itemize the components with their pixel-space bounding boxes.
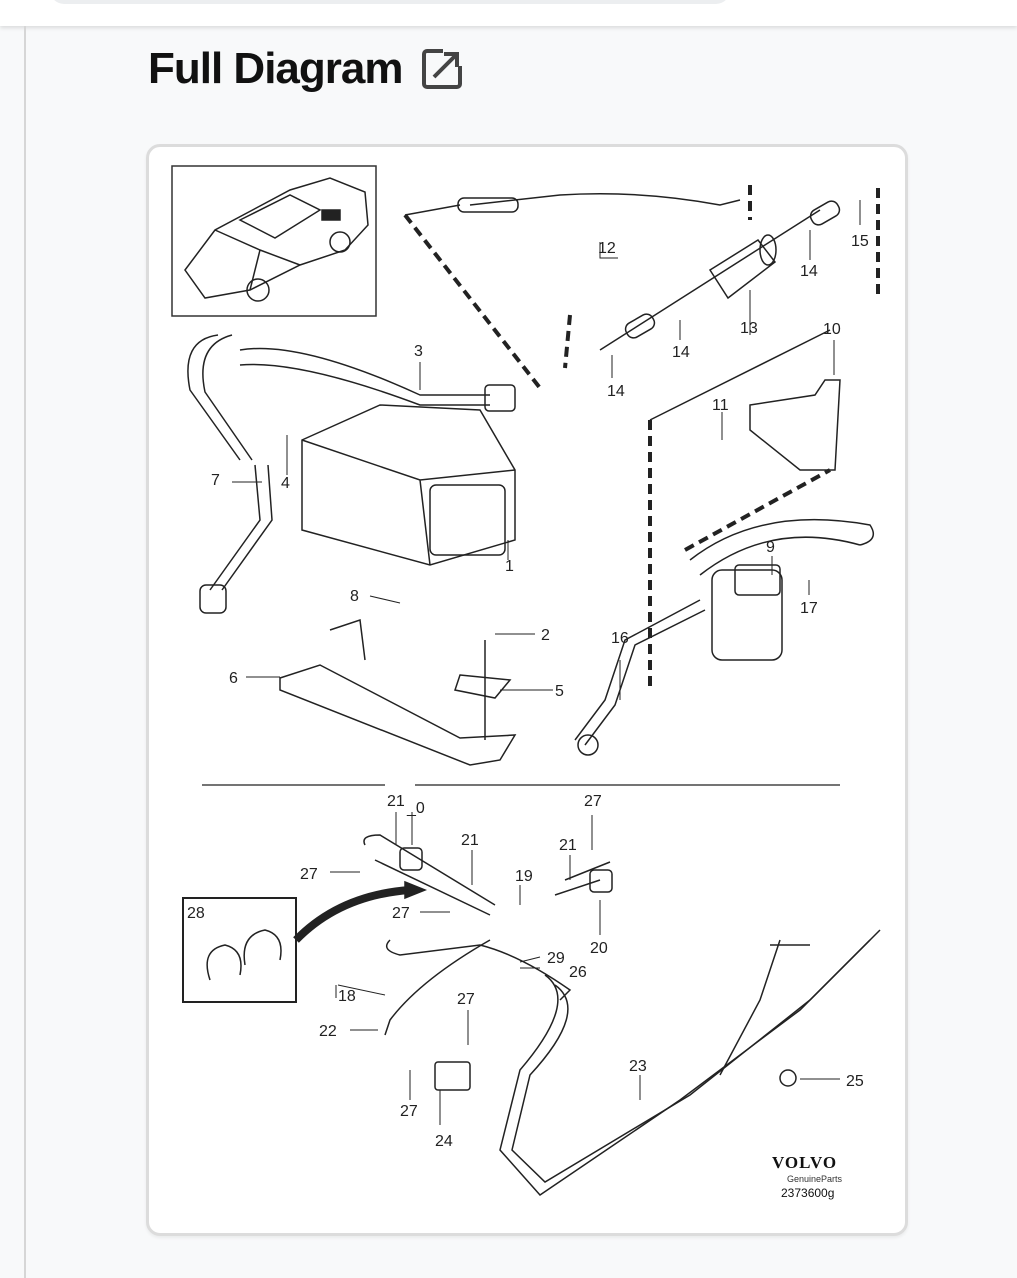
- callout-27[interactable]: 27: [457, 991, 475, 1008]
- clip-detail-inset: [182, 880, 428, 1003]
- callout-4[interactable]: 4: [281, 475, 290, 492]
- left-border: [24, 26, 26, 1278]
- callout-22[interactable]: 22: [319, 1023, 337, 1040]
- brand-logo: VOLVO: [772, 1153, 837, 1172]
- vehicle-locator-inset: [171, 165, 377, 317]
- external-link-icon[interactable]: [421, 48, 463, 90]
- callout-2[interactable]: 2: [541, 627, 550, 644]
- callout-12[interactable]: 12: [598, 240, 616, 257]
- callout-16[interactable]: 16: [611, 630, 629, 647]
- callout-15[interactable]: 15: [851, 233, 869, 250]
- callout-14[interactable]: 14: [800, 263, 818, 280]
- callout-21[interactable]: 21: [559, 837, 577, 854]
- callout-28[interactable]: 28: [187, 905, 205, 922]
- callout-19[interactable]: 19: [515, 868, 533, 885]
- callout-25[interactable]: 25: [846, 1073, 864, 1090]
- callout-14[interactable]: 14: [607, 383, 625, 400]
- callout-9[interactable]: 9: [766, 539, 775, 556]
- callout-21[interactable]: 21: [461, 832, 479, 849]
- callout-10[interactable]: 10: [823, 321, 841, 338]
- callout-26[interactable]: 26: [569, 964, 587, 981]
- callout-7[interactable]: 7: [211, 472, 220, 489]
- diagram-card: 1 2 3 4 5 6 7 8 9 10 11 12 13 14 14 14 1…: [146, 144, 908, 1236]
- callout-18[interactable]: 18: [338, 988, 356, 1005]
- callout-5[interactable]: 5: [555, 683, 564, 700]
- callout-20b[interactable]: _0: [406, 800, 425, 817]
- callout-leaders: [232, 200, 861, 1125]
- parts-diagram: 1 2 3 4 5 6 7 8 9 10 11 12 13 14 14 14 1…: [171, 165, 881, 1200]
- callout-21[interactable]: 21: [387, 793, 405, 810]
- callout-27[interactable]: 27: [584, 793, 602, 810]
- brand-subtitle: GenuineParts: [787, 1174, 843, 1184]
- callout-27[interactable]: 27: [300, 866, 318, 883]
- callout-29[interactable]: 29: [547, 950, 565, 967]
- callout-24[interactable]: 24: [435, 1133, 453, 1150]
- callout-20[interactable]: 20: [590, 940, 608, 957]
- callout-13[interactable]: 13: [740, 320, 758, 337]
- address-bar[interactable]: [50, 0, 730, 4]
- callout-11[interactable]: 11: [712, 397, 729, 414]
- charcoal-canister: [301, 404, 516, 566]
- callout-8[interactable]: 8: [350, 588, 359, 605]
- callout-1[interactable]: 1: [505, 558, 514, 575]
- callout-27[interactable]: 27: [400, 1103, 418, 1120]
- diagram-code: 2373600g: [781, 1186, 834, 1200]
- callout-14[interactable]: 14: [672, 344, 690, 361]
- page-title: Full Diagram: [148, 44, 403, 93]
- callout-23[interactable]: 23: [629, 1058, 647, 1075]
- section-header: Full Diagram: [148, 44, 463, 94]
- browser-top-bar: [0, 0, 1017, 26]
- callout-6[interactable]: 6: [229, 670, 238, 687]
- fuel-filter: [599, 200, 841, 351]
- callout-3[interactable]: 3: [414, 343, 423, 360]
- callout-27[interactable]: 27: [392, 905, 410, 922]
- purge-valve: [689, 518, 875, 661]
- callout-17[interactable]: 17: [800, 600, 818, 617]
